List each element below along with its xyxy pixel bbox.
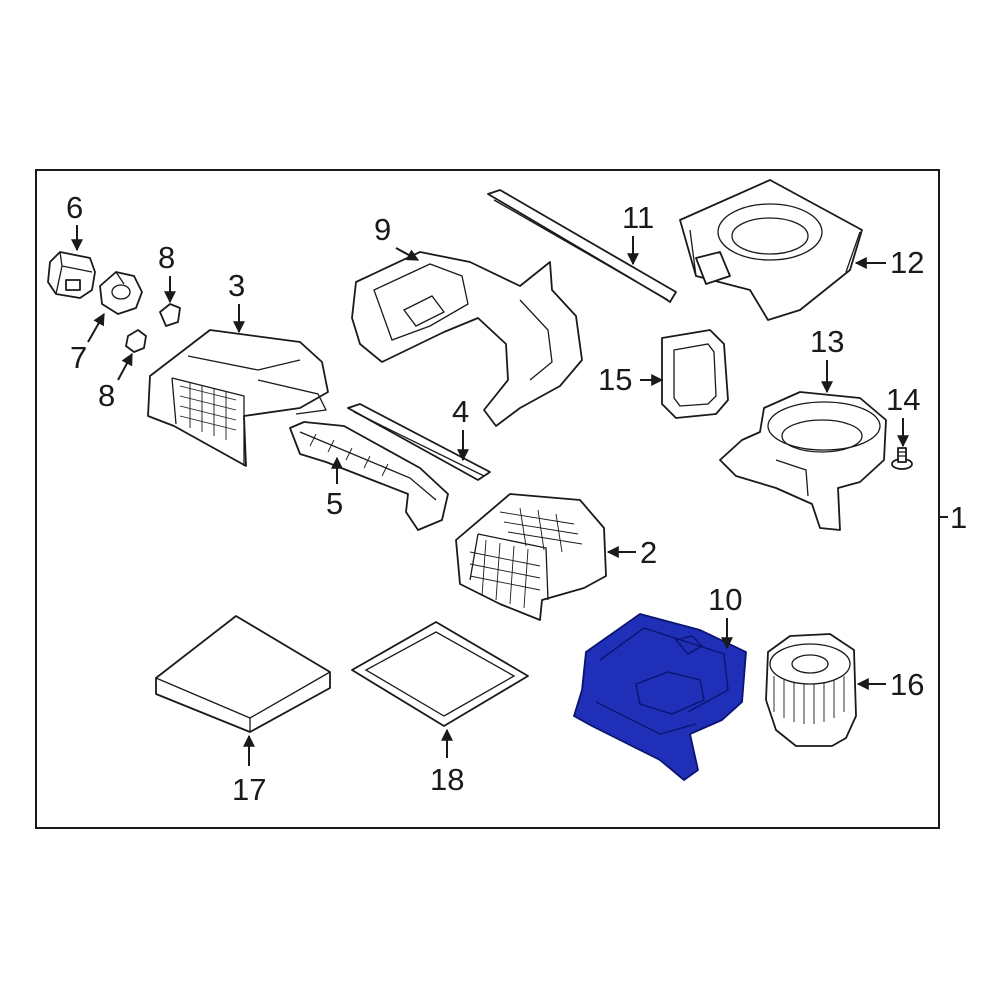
part-7-actuator[interactable] xyxy=(99,271,143,315)
part-13-blower-housing-lower[interactable] xyxy=(719,391,887,531)
part-3-housing[interactable] xyxy=(147,329,329,467)
callout-1: 1 xyxy=(950,500,967,535)
part-10-blower-case-highlighted[interactable] xyxy=(573,613,747,781)
part-14-screw[interactable] xyxy=(891,447,913,470)
callout-15: 15 xyxy=(598,362,632,397)
callout-14: 14 xyxy=(886,382,920,417)
part-15-gasket[interactable] xyxy=(661,329,729,419)
assembly-frame xyxy=(35,169,940,829)
part-6-connector[interactable] xyxy=(47,251,96,299)
part-2-evaporator-housing[interactable] xyxy=(455,493,607,621)
part-18-filter-frame[interactable] xyxy=(351,621,529,727)
part-12-blower-housing-upper[interactable] xyxy=(679,179,863,321)
callout-12: 12 xyxy=(890,245,924,280)
part-16-blower-motor[interactable] xyxy=(765,633,857,747)
callout-8-upper: 8 xyxy=(158,240,175,275)
callout-4: 4 xyxy=(452,394,469,429)
callout-10: 10 xyxy=(708,582,742,617)
callout-6: 6 xyxy=(66,190,83,225)
callout-5: 5 xyxy=(326,486,343,521)
part-4-seal-bar[interactable] xyxy=(347,403,491,481)
part-17-cabin-filter[interactable] xyxy=(155,615,331,733)
part-11-seal-strip[interactable] xyxy=(487,189,677,303)
callout-16: 16 xyxy=(890,667,924,702)
part-8-clip-upper[interactable] xyxy=(159,303,181,327)
callout-8-lower: 8 xyxy=(98,378,115,413)
callout-3: 3 xyxy=(228,268,245,303)
callout-9: 9 xyxy=(374,212,391,247)
callout-7: 7 xyxy=(70,340,87,375)
callout-18: 18 xyxy=(430,762,464,797)
callout-13: 13 xyxy=(810,324,844,359)
callout-17: 17 xyxy=(232,772,266,807)
callout-11: 11 xyxy=(622,200,654,235)
part-5-duct[interactable] xyxy=(289,421,449,531)
callout-2: 2 xyxy=(640,535,657,570)
part-8-clip-lower[interactable] xyxy=(125,329,147,353)
part-9-case[interactable] xyxy=(351,251,583,427)
